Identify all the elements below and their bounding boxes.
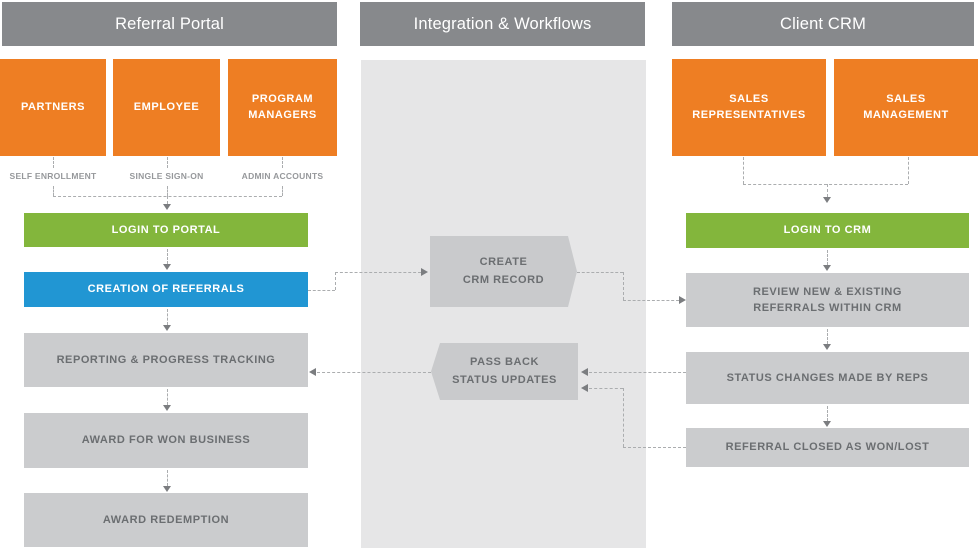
connector-sales-reps-stub [743, 157, 744, 184]
actor-sales-management: SALES MANAGEMENT [834, 59, 978, 156]
connector-passback-to-reporting [317, 372, 431, 373]
step-label: AWARD REDEMPTION [102, 513, 230, 526]
actor-label: PROGRAM MANAGERS [248, 92, 317, 121]
connector-creation-out-h [308, 290, 335, 291]
step-referral-closed-won-lost: REFERRAL CLOSED AS WON/LOST [686, 428, 969, 467]
arrowhead-into-login-to-portal [163, 204, 171, 210]
step-label: LOGIN TO CRM [783, 224, 872, 237]
connector-create-record-out-v [623, 272, 624, 300]
process-label-line1: PASS BACK [470, 356, 539, 369]
step-label: AWARD FOR WON BUSINESS [81, 434, 251, 447]
column-header-client-crm: Client CRM [672, 2, 974, 46]
connector-create-record-to-review [623, 300, 679, 301]
actor-label: SALES REPRESENTATIVES [692, 92, 806, 121]
step-label: REPORTING & PROGRESS TRACKING [56, 353, 276, 366]
actor-label: SALES MANAGEMENT [863, 92, 949, 121]
arrowhead-into-passback-lower [581, 384, 588, 392]
connector-creation-to-reporting [167, 309, 168, 325]
column-header-integration-workflows: Integration & Workflows [360, 2, 645, 46]
connector-review-to-status [827, 329, 828, 344]
actor-label: EMPLOYEE [133, 100, 200, 113]
arrowhead-into-status-changes [823, 344, 831, 350]
arrowhead-into-reporting [163, 325, 171, 331]
step-label: LOGIN TO PORTAL [111, 223, 221, 236]
step-review-referrals-within-crm: REVIEW NEW & EXISTING REFERRALS WITHIN C… [686, 273, 969, 327]
process-label-line2: STATUS UPDATES [452, 373, 557, 386]
connector-program-managers-stub [282, 157, 283, 168]
step-label-line2: REFERRALS WITHIN CRM [753, 302, 902, 314]
actor-sales-representatives: SALES REPRESENTATIVES [672, 59, 826, 156]
connector-referral-closed-out-h [623, 447, 686, 448]
connector-crm-bracket-drop [827, 184, 828, 197]
step-label: CREATION OF REFERRALS [87, 283, 245, 296]
sublabel-admin-accounts: ADMIN ACCOUNTS [241, 171, 324, 181]
arrowhead-into-referral-closed [823, 421, 831, 427]
sublabel-self-enrollment: SELF ENROLLMENT [9, 171, 97, 181]
arrowhead-into-reporting-box [309, 368, 316, 376]
actor-program-managers: PROGRAM MANAGERS [228, 59, 337, 156]
process-label-line2: CRM RECORD [462, 273, 545, 286]
arrowhead-into-creation-of-referrals [163, 264, 171, 270]
column-header-label: Integration & Workflows [413, 14, 592, 33]
connector-partners-stub [53, 157, 54, 168]
arrowhead-into-passback-upper [581, 368, 588, 376]
process-create-crm-record: CREATE CRM RECORD [430, 236, 577, 307]
connector-referral-closed-out-v [623, 388, 624, 447]
step-login-to-portal: LOGIN TO PORTAL [24, 213, 308, 247]
connector-status-to-closed [827, 406, 828, 421]
connector-create-record-out-h [577, 272, 623, 273]
step-status-changes-made-by-reps: STATUS CHANGES MADE BY REPS [686, 352, 969, 404]
connector-reporting-to-award [167, 389, 168, 405]
connector-admin-accounts-stub [282, 186, 283, 196]
connector-creation-to-create-record [335, 272, 421, 273]
column-header-referral-portal: Referral Portal [2, 2, 337, 46]
actor-employee: EMPLOYEE [113, 59, 220, 156]
process-label-line1: CREATE [479, 256, 528, 269]
arrowhead-into-award-won-business [163, 405, 171, 411]
column-header-label: Referral Portal [115, 14, 224, 33]
connector-employee-stub [167, 157, 168, 168]
connector-login-to-creation [167, 249, 168, 264]
connector-creation-out-v [335, 272, 336, 290]
arrowhead-into-review-box [679, 296, 686, 304]
sublabel-single-sign-on: SINGLE SIGN-ON [129, 171, 204, 181]
connector-crm-bracket [743, 184, 908, 185]
connector-award-to-redemption [167, 470, 168, 486]
actor-partners: PARTNERS [0, 59, 106, 156]
step-label-line1: REVIEW NEW & EXISTING [752, 285, 903, 298]
connector-status-changes-to-passback [589, 372, 686, 373]
connector-referral-closed-to-passback [589, 388, 623, 389]
step-reporting-progress-tracking: REPORTING & PROGRESS TRACKING [24, 333, 308, 387]
connector-portal-bracket-drop [167, 196, 168, 204]
step-label: STATUS CHANGES MADE BY REPS [726, 371, 929, 384]
step-label: REFERRAL CLOSED AS WON/LOST [725, 441, 930, 454]
connector-self-enrollment-stub [53, 186, 54, 196]
step-award-redemption: AWARD REDEMPTION [24, 493, 308, 547]
arrowhead-into-create-crm-record [421, 268, 428, 276]
arrowhead-into-review [823, 265, 831, 271]
arrowhead-into-login-to-crm [823, 197, 831, 203]
connector-single-sign-on-stub [167, 186, 168, 196]
process-pass-back-status-updates: PASS BACK STATUS UPDATES [431, 343, 578, 400]
step-award-for-won-business: AWARD FOR WON BUSINESS [24, 413, 308, 468]
column-header-label: Client CRM [780, 14, 866, 33]
step-login-to-crm: LOGIN TO CRM [686, 213, 969, 248]
connector-sales-management-stub [908, 157, 909, 184]
actor-label: PARTNERS [20, 100, 86, 113]
connector-logincrm-to-review [827, 250, 828, 265]
arrowhead-into-award-redemption [163, 486, 171, 492]
step-creation-of-referrals: CREATION OF REFERRALS [24, 272, 308, 307]
